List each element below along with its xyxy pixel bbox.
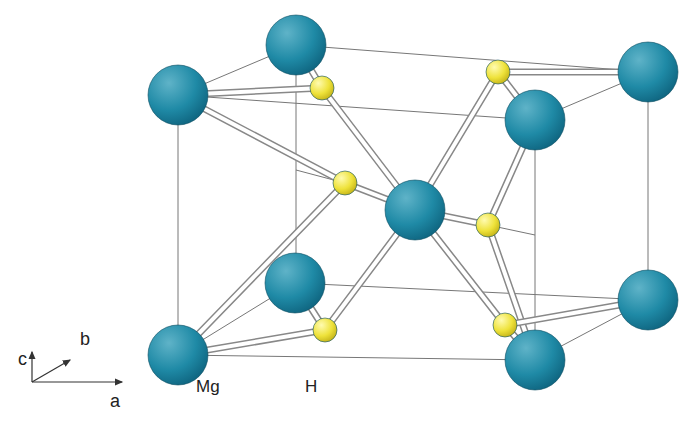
atom-label: Mg xyxy=(196,378,220,395)
mg-atom xyxy=(618,42,678,102)
mg-atom xyxy=(385,180,445,240)
atom-label: H xyxy=(305,378,317,395)
bond xyxy=(178,183,345,355)
mg-atom xyxy=(148,65,208,125)
axis-label: a xyxy=(110,392,120,410)
mg-atom xyxy=(265,253,325,313)
h-atom xyxy=(333,171,357,195)
axis-label: c xyxy=(18,350,27,368)
axis-label: b xyxy=(80,330,90,348)
axes xyxy=(32,352,122,382)
bond xyxy=(178,183,345,355)
h-atom xyxy=(476,213,500,237)
h-atom xyxy=(313,318,337,342)
bonds xyxy=(178,45,648,360)
cell-edges xyxy=(178,45,648,360)
atoms xyxy=(148,15,678,390)
mg-atom xyxy=(505,90,565,150)
mg-atom xyxy=(505,330,565,390)
h-atom xyxy=(310,76,334,100)
mg-atom xyxy=(148,325,208,385)
mg-atom xyxy=(618,270,678,330)
h-atom xyxy=(493,313,517,337)
h-atom xyxy=(486,60,510,84)
mg-atom xyxy=(266,15,326,75)
